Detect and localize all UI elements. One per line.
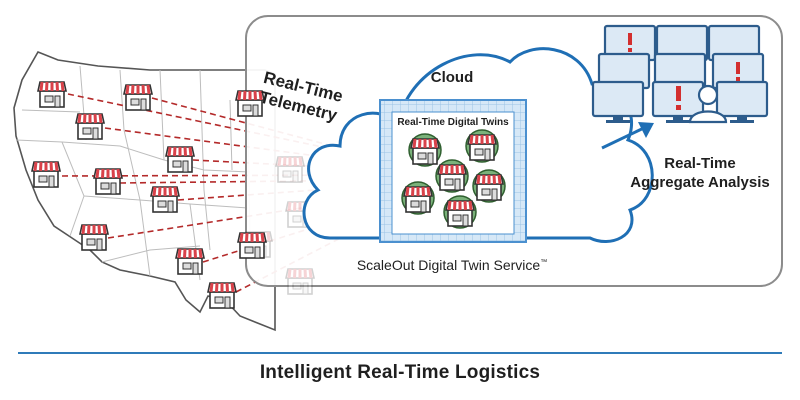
analysis-arrow bbox=[601, 122, 654, 150]
storefront-icon bbox=[206, 281, 238, 310]
monitor-wall bbox=[591, 24, 769, 125]
storefront-icon bbox=[122, 83, 154, 112]
divider-rule bbox=[18, 352, 782, 354]
storefront-icon bbox=[236, 231, 268, 260]
digital-twin-icon bbox=[465, 129, 499, 163]
storefront-icon bbox=[74, 112, 106, 141]
alert-exclamation-icon bbox=[736, 62, 740, 81]
storefront-icon bbox=[149, 185, 181, 214]
storefront-icon bbox=[78, 223, 110, 252]
storefront-icon bbox=[274, 155, 306, 184]
storefront-icon bbox=[284, 267, 316, 296]
digital-twin-icon bbox=[401, 181, 435, 215]
analysis-label-line1: Real-Time bbox=[664, 155, 735, 172]
storefront-icon bbox=[36, 80, 68, 109]
storefront-icon bbox=[92, 167, 124, 196]
service-name-text: ScaleOut Digital Twin Service bbox=[357, 257, 541, 273]
storefront-icon bbox=[174, 247, 206, 276]
storefront-icon bbox=[30, 160, 62, 189]
digital-twin-icon bbox=[408, 133, 442, 167]
digital-twin-icon bbox=[443, 195, 477, 229]
digital-twin-icon bbox=[472, 169, 506, 203]
storefront-icon bbox=[164, 145, 196, 174]
service-trademark: ™ bbox=[540, 259, 547, 266]
monitor-icon bbox=[591, 80, 645, 125]
page-title: Intelligent Real-Time Logistics bbox=[259, 362, 541, 383]
analyst-person-icon bbox=[688, 84, 728, 124]
service-name: ScaleOut Digital Twin Service™ bbox=[357, 257, 547, 273]
digital-twin-icon bbox=[435, 159, 469, 193]
state-borders bbox=[15, 65, 251, 281]
connector bbox=[67, 93, 386, 161]
digital-twins-title: Real-Time Digital Twins bbox=[397, 117, 509, 128]
digital-twins bbox=[401, 129, 506, 229]
analysis-label-line2: Aggregate Analysis bbox=[630, 174, 770, 191]
alert-exclamation-icon bbox=[628, 33, 632, 52]
cloud-label: Cloud bbox=[431, 69, 474, 86]
alert-exclamation-icon bbox=[676, 86, 681, 110]
